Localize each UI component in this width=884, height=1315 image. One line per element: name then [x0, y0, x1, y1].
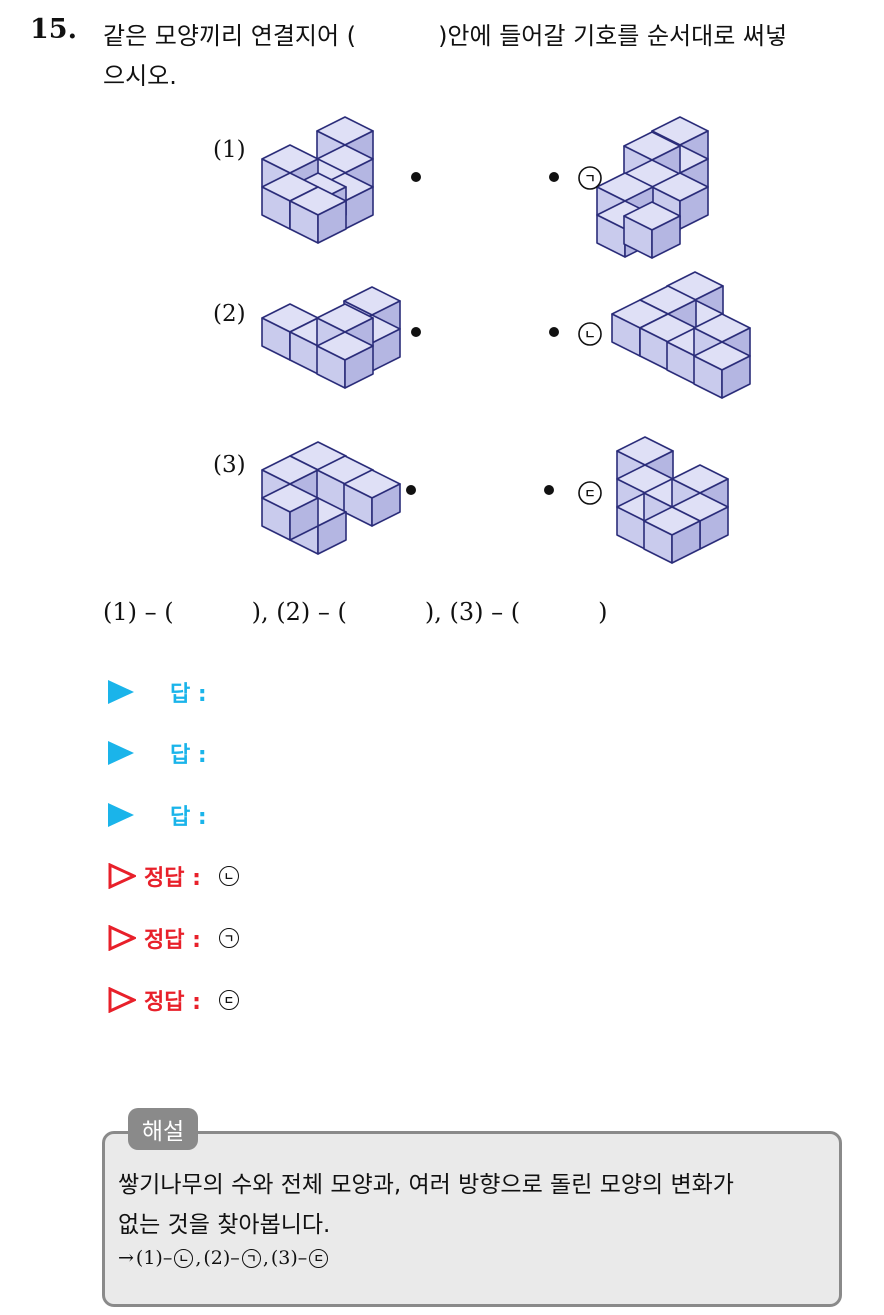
explanation-box: [102, 1131, 842, 1307]
question-text-b: )안에 들어갈 기호를 순서대로 써넣: [438, 22, 788, 50]
blank-part-4: ): [598, 598, 608, 626]
svg-text:ㄱ: ㄱ: [584, 172, 595, 186]
question-number: 15.: [30, 14, 77, 45]
right-symbol-2: ㄴ: [578, 322, 602, 346]
answer-template-line: (1) – ( ), (2) – ( ), (3) – (): [103, 598, 608, 626]
pair-2-symbol: ㄱ: [241, 1248, 261, 1268]
answer-row-2[interactable]: 답 :: [108, 735, 207, 771]
left-dot-3[interactable]: [406, 485, 416, 495]
pair-3-symbol: ㄷ: [309, 1248, 329, 1268]
solution-arrow-icon: [108, 863, 136, 889]
arrow-icon: →: [118, 1247, 134, 1269]
cube: [316, 331, 374, 389]
explanation-line-1: 쌓기나무의 수와 전체 모양과, 여러 방향으로 돌린 모양의 변화가: [118, 1172, 734, 1198]
solution-row-3: 정답 : ㄷ: [108, 982, 239, 1018]
right-symbol-1: ㄱ: [578, 166, 602, 190]
cube: [623, 201, 681, 259]
solution-arrow-icon: [108, 925, 136, 951]
answer-label: 답 :: [170, 743, 207, 768]
question-text-line-2: 으시오.: [103, 62, 177, 90]
blank-part-1: (1) – (: [103, 598, 174, 626]
svg-text:ㄴ: ㄴ: [584, 328, 595, 342]
cube: [343, 469, 401, 527]
answer-arrow-icon: [108, 741, 134, 765]
left-dot-2[interactable]: [411, 327, 421, 337]
cube: [643, 506, 701, 564]
answer-arrow-icon: [108, 803, 134, 827]
solution-row-1: 정답 : ㄴ: [108, 858, 239, 894]
right-symbol-3: ㄷ: [578, 481, 602, 505]
right-dot-3[interactable]: [544, 485, 554, 495]
solution-arrow-icon: [108, 987, 136, 1013]
explanation-tab: 해설: [128, 1108, 198, 1150]
solution-label: 정답 :: [144, 928, 201, 953]
pair-2-sep: ,: [262, 1247, 269, 1269]
pair-2-num: (2)–: [203, 1247, 240, 1269]
solution-value: ㄷ: [218, 990, 239, 1010]
solution-value: ㄴ: [218, 866, 239, 886]
answer-arrow-icon: [108, 680, 134, 704]
blank-part-3: ), (3) – (: [424, 598, 521, 626]
right-dot-2[interactable]: [549, 327, 559, 337]
pair-1-num: (1)–: [135, 1247, 173, 1269]
solution-row-2: 정답 : ㄱ: [108, 920, 239, 956]
solution-value: ㄱ: [218, 928, 239, 948]
solution-label: 정답 :: [144, 990, 201, 1015]
matching-figure: (1) (2) (3) ㄱ ㄴ ㄷ: [213, 116, 751, 564]
blank-part-2: ), (2) – (: [251, 598, 347, 626]
left-label-3: (3): [213, 452, 246, 478]
left-dot-1[interactable]: [411, 172, 421, 182]
solution-label: 정답 :: [144, 866, 201, 891]
cube-figures: [261, 116, 751, 564]
question-text-line-1: 같은 모양끼리 연결지어 ( )안에 들어갈 기호를 순서대로 써넣: [103, 16, 787, 51]
left-label-2: (2): [213, 301, 246, 327]
pair-1-sep: ,: [195, 1247, 202, 1269]
svg-text:ㄷ: ㄷ: [584, 487, 595, 501]
right-dot-1[interactable]: [549, 172, 559, 182]
pair-3-num: (3)–: [270, 1247, 308, 1269]
cube: [693, 341, 751, 399]
cube: [261, 483, 319, 541]
explanation-answer-line: → (1)–ㄴ, (2)–ㄱ, (3)–ㄷ: [118, 1247, 329, 1269]
question-text-a: 같은 모양끼리 연결지어 (: [103, 22, 357, 50]
answer-label: 답 :: [170, 682, 207, 707]
answer-row-3[interactable]: 답 :: [108, 797, 207, 833]
pair-1-symbol: ㄴ: [174, 1248, 194, 1268]
left-label-1: (1): [213, 137, 246, 163]
cube: [289, 186, 347, 244]
explanation-line-2: 없는 것을 찾아봅니다.: [118, 1212, 331, 1238]
answer-label: 답 :: [170, 805, 207, 830]
answer-row-1[interactable]: 답 :: [108, 674, 207, 710]
